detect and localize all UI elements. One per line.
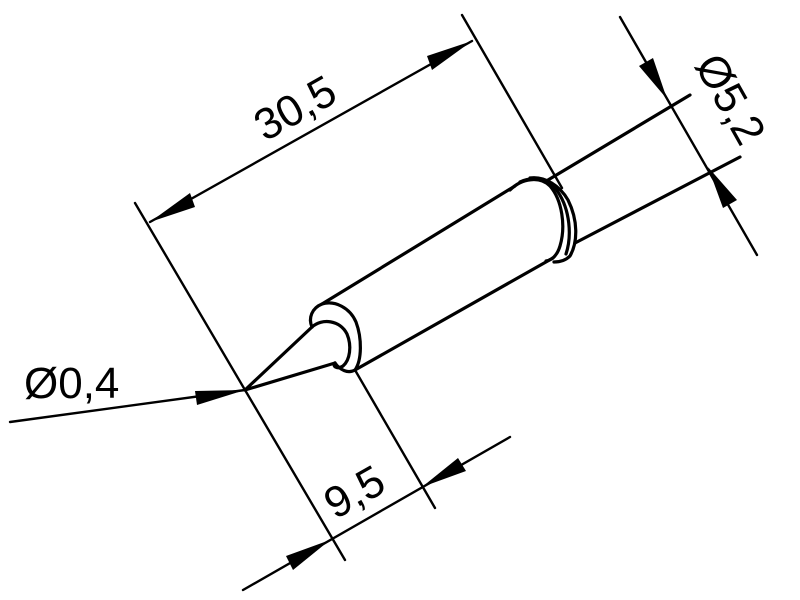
label-9-5: 9,5 [316, 456, 393, 529]
tip-body [243, 93, 742, 392]
arrow-in-right-icon [422, 458, 466, 487]
dim-shaft-diameter: Ø5,2 [618, 15, 775, 257]
label-0-4: Ø0,4 [24, 359, 119, 408]
tip-shoulder-outer [308, 301, 362, 374]
arrow-down-icon [639, 58, 667, 99]
rear-bottom-edge [573, 155, 742, 245]
tip-cone [243, 325, 337, 392]
arrow-tip-icon [195, 390, 245, 405]
dim-line-5-2 [618, 15, 759, 257]
rear-top-edge [546, 93, 692, 182]
arrow-up-icon [708, 167, 737, 208]
label-30-5: 30,5 [246, 66, 345, 151]
ext-line-tip [133, 201, 347, 562]
collar-left [508, 178, 565, 263]
shaft-bottom-edge [353, 256, 555, 372]
tip-shoulder-inner [310, 319, 352, 370]
arrow-in-left-icon [286, 540, 330, 570]
collar-right [528, 176, 578, 264]
dim-line-9-5 [241, 435, 512, 592]
ext-line-shoulder [353, 368, 437, 510]
arrow-left-icon [150, 193, 195, 222]
dim-line-30-5 [148, 39, 474, 224]
arrow-right-icon [427, 41, 472, 70]
label-5-2: Ø5,2 [685, 46, 775, 153]
dim-tip-length: 9,5 [241, 368, 512, 592]
ext-line-collar [460, 13, 564, 190]
shaft-top-edge [320, 184, 517, 306]
dim-tip-diameter: Ø0,4 [8, 359, 247, 424]
